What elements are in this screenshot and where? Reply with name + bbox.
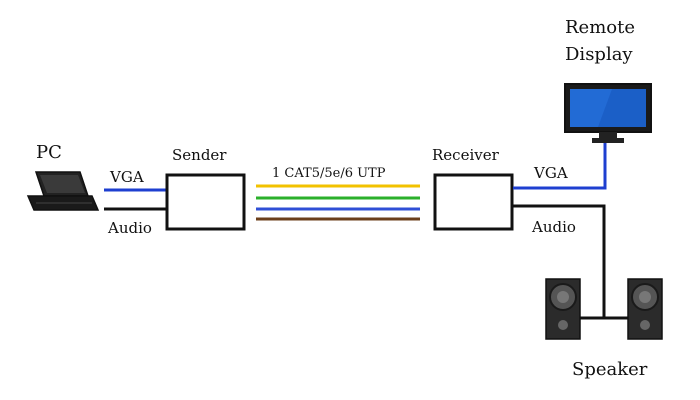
audio-line-right	[513, 204, 606, 318]
cable-label: 1 CAT5/5e/6 UTP	[272, 166, 386, 181]
utp-cable	[256, 184, 420, 221]
receiver-label: Receiver	[432, 146, 500, 164]
remote-display-label-line1: Remote	[565, 17, 635, 38]
audio-label-right: Audio	[531, 218, 576, 236]
monitor-icon	[564, 83, 652, 143]
vga-line-right	[513, 140, 607, 190]
speaker-icon	[545, 278, 663, 340]
sender-label: Sender	[172, 146, 227, 164]
vga-label-left: VGA	[109, 168, 144, 186]
receiver-box	[433, 173, 514, 231]
laptop-icon	[26, 171, 100, 211]
audio-label-left: Audio	[107, 219, 152, 237]
speaker-label: Speaker	[572, 359, 648, 380]
sender-box	[165, 173, 246, 231]
pc-label: PC	[36, 142, 62, 163]
remote-display-label-line2: Display	[565, 44, 633, 65]
vga-label-right: VGA	[533, 164, 568, 182]
